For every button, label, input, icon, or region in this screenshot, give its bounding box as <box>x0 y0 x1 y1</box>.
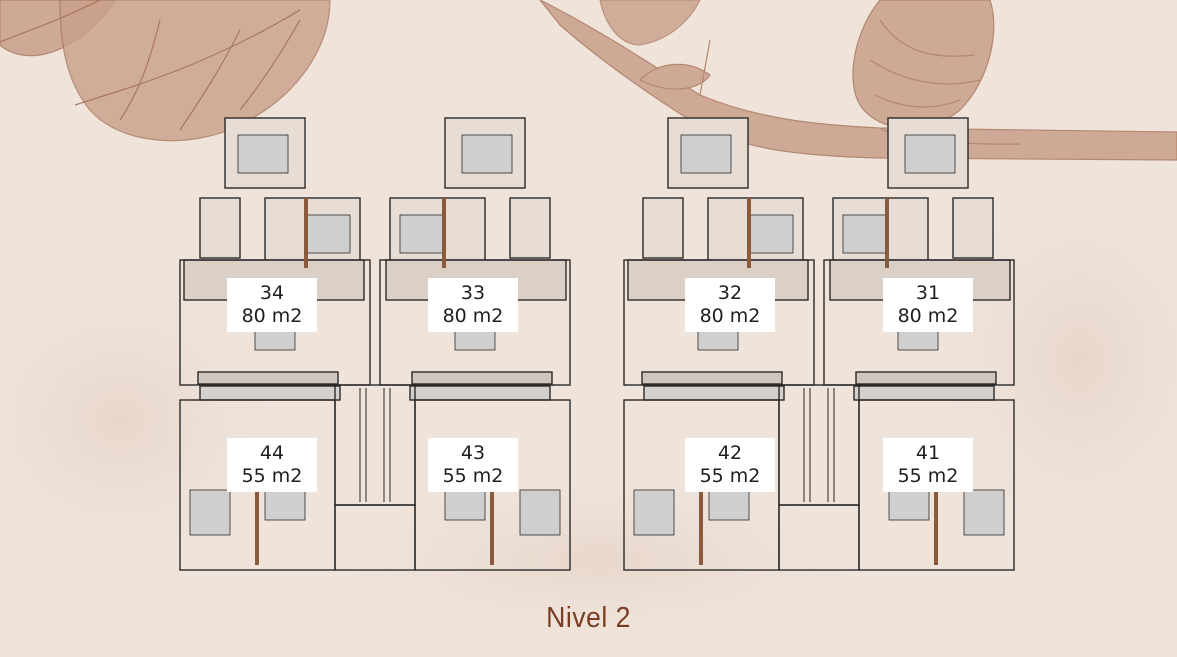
unit-number: 34 <box>259 282 285 304</box>
unit-number: 44 <box>259 442 285 464</box>
unit-area: 55 m2 <box>897 465 959 487</box>
unit-area: 80 m2 <box>241 305 303 327</box>
unit-label-43: 43 55 m2 <box>428 438 518 492</box>
unit-label-32: 32 80 m2 <box>685 278 775 332</box>
bud-icon <box>852 0 995 129</box>
unit-number: 31 <box>915 282 941 304</box>
unit-number: 41 <box>915 442 941 464</box>
unit-area: 80 m2 <box>699 305 761 327</box>
unit-label-42: 42 55 m2 <box>685 438 775 492</box>
unit-number: 32 <box>717 282 743 304</box>
unit-label-33: 33 80 m2 <box>428 278 518 332</box>
floor-plan-left-building <box>179 117 571 571</box>
unit-label-34: 34 80 m2 <box>227 278 317 332</box>
unit-area: 55 m2 <box>241 465 303 487</box>
unit-area: 55 m2 <box>442 465 504 487</box>
leaf-top-left-icon <box>0 0 331 142</box>
unit-number: 33 <box>460 282 486 304</box>
unit-area: 80 m2 <box>442 305 504 327</box>
floor-plan-right-building <box>623 117 1015 571</box>
unit-number: 43 <box>460 442 486 464</box>
unit-area: 55 m2 <box>699 465 761 487</box>
unit-label-41: 41 55 m2 <box>883 438 973 492</box>
unit-label-31: 31 80 m2 <box>883 278 973 332</box>
unit-area: 80 m2 <box>897 305 959 327</box>
level-title: Nivel 2 <box>546 602 631 634</box>
unit-number: 42 <box>717 442 743 464</box>
small-leaf-icon <box>599 0 701 46</box>
unit-label-44: 44 55 m2 <box>227 438 317 492</box>
